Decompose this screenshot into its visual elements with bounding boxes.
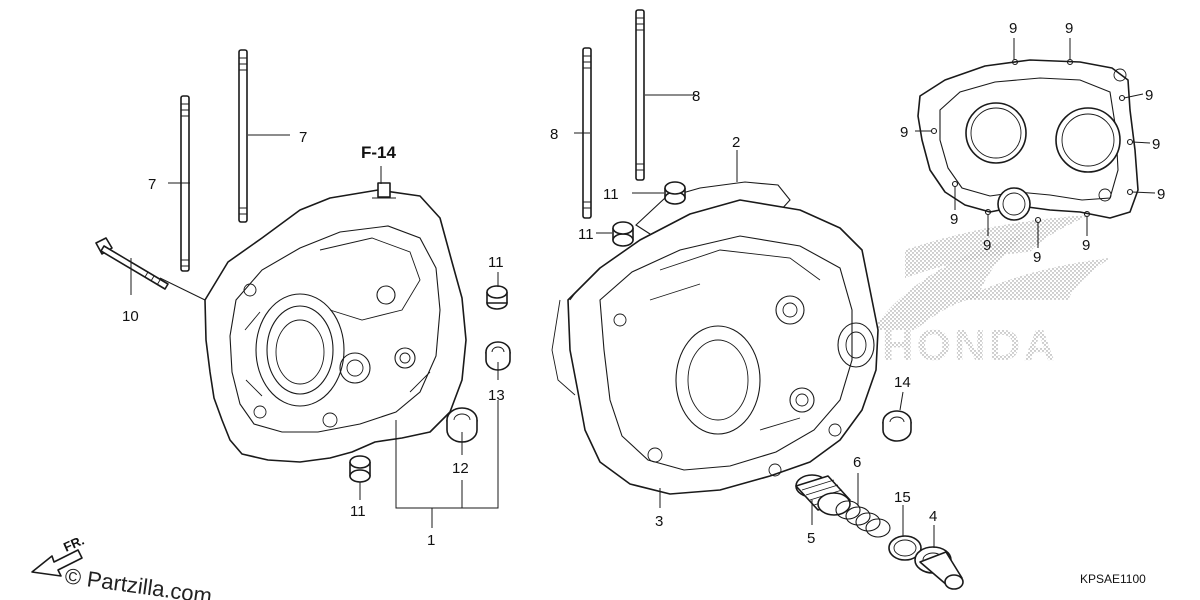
drawing-code: KPSAE1100	[1080, 572, 1146, 586]
honda-wing-logo: HONDA	[872, 215, 1110, 370]
callout-8b: 8	[550, 126, 558, 143]
callout-4: 4	[929, 508, 937, 525]
right-crankcase-half	[551, 181, 879, 495]
flange-bolt-10	[95, 237, 169, 290]
callout-9j: 9	[1082, 237, 1090, 254]
leader-lines	[130, 38, 1156, 548]
callout-10: 10	[122, 308, 139, 325]
callout-8a: 8	[692, 88, 700, 105]
front-direction-label: FR.	[61, 533, 86, 555]
dowel-pin-11-left-upper	[486, 285, 508, 310]
oil-strainer-5	[795, 474, 851, 516]
callout-12: 12	[452, 460, 469, 477]
oil-seal-14	[882, 410, 912, 442]
dowel-pin-11-right-lower	[612, 221, 634, 247]
callout-9h: 9	[983, 237, 991, 254]
left-crankcase-half	[204, 182, 467, 463]
callout-9e: 9	[1157, 186, 1165, 203]
callout-9c: 9	[1145, 87, 1153, 104]
oil-seal-12	[446, 407, 478, 443]
callout-5: 5	[807, 530, 815, 547]
callout-9a: 9	[1009, 20, 1017, 37]
callout-9b: 9	[1065, 20, 1073, 37]
callout-9f: 9	[900, 124, 908, 141]
callout-labels: F-14 7 7 10 11 13 12 11 1 8 8 2 11 11 3 …	[122, 20, 1165, 549]
callout-13: 13	[488, 387, 505, 404]
stud-bolt-8b	[635, 9, 645, 181]
callout-7b: 7	[299, 129, 307, 146]
spring-6	[835, 500, 891, 538]
callout-11b: 11	[350, 503, 366, 520]
front-direction-arrow: FR.	[31, 533, 86, 577]
dowel-pin-11-right-upper	[664, 181, 686, 205]
reference-f14-label: F-14	[361, 143, 397, 162]
callout-3: 3	[655, 513, 663, 530]
callout-7a: 7	[148, 176, 156, 193]
callout-15: 15	[894, 489, 911, 506]
drain-plug-4	[914, 546, 964, 590]
callout-14: 14	[894, 374, 911, 391]
callout-9i: 9	[1033, 249, 1041, 266]
callout-6: 6	[853, 454, 861, 471]
dowel-pin-11-left-lower	[349, 455, 371, 483]
partzilla-watermark: © Partzilla.com	[63, 563, 213, 600]
callout-1: 1	[427, 532, 435, 549]
honda-brand-text: HONDA	[882, 321, 1058, 370]
o-ring-15	[888, 535, 922, 561]
stud-bolt-7b	[238, 49, 248, 223]
callout-11d: 11	[578, 226, 594, 243]
crankcase-cover-gasket-9	[917, 58, 1139, 224]
callout-2: 2	[732, 134, 740, 151]
bearing-13	[485, 341, 511, 371]
callout-9d: 9	[1152, 136, 1160, 153]
callout-11c: 11	[603, 186, 619, 203]
callout-9g: 9	[950, 211, 958, 228]
callout-11a: 11	[488, 254, 504, 271]
